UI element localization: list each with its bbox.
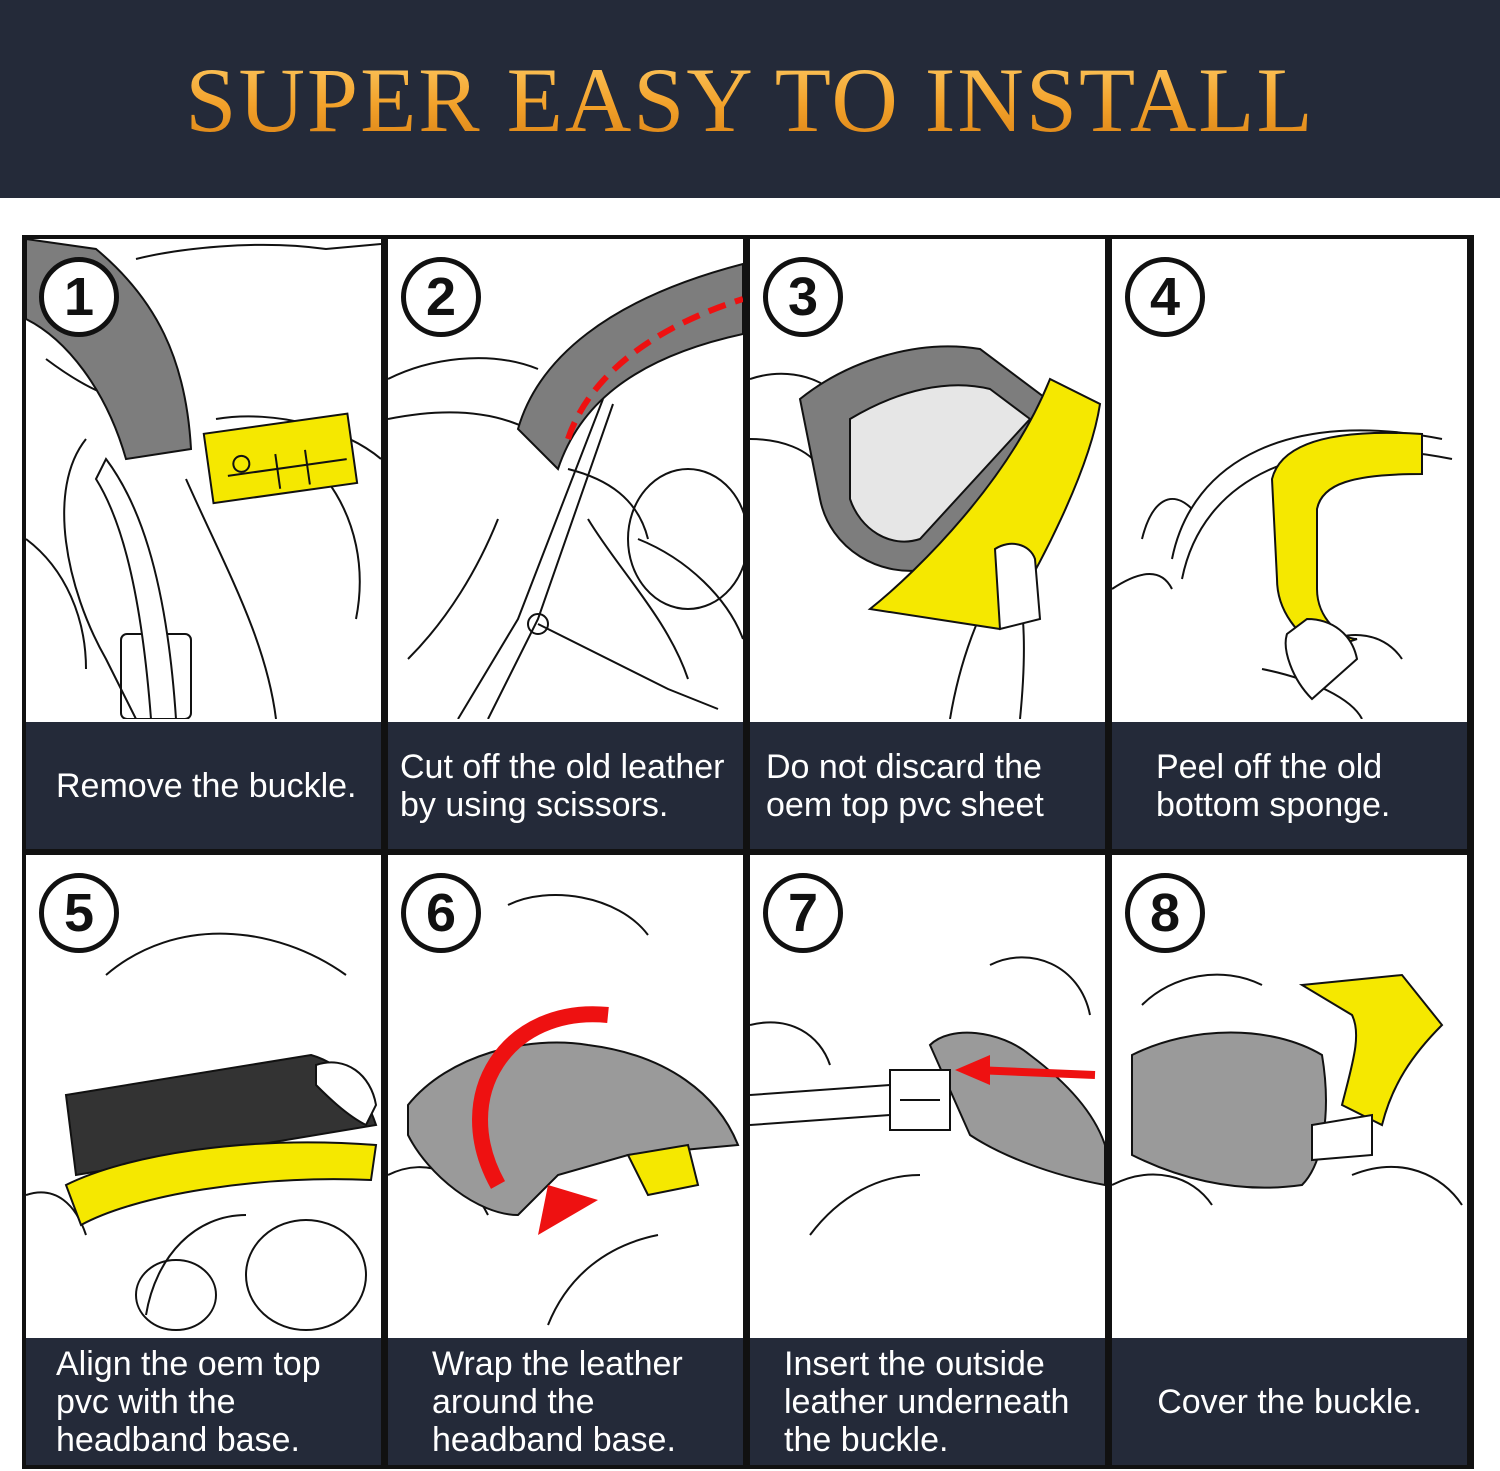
- step-8-caption: Cover the buckle.: [1112, 1338, 1467, 1465]
- step-4-caption: Peel off the old bottom sponge.: [1112, 722, 1467, 849]
- step-1-panel: 1 Remove the buckle.: [26, 239, 381, 849]
- step-2-number-badge: 2: [401, 257, 481, 337]
- step-8-illustration: [1112, 973, 1463, 1206]
- step-4-number-badge: 4: [1125, 257, 1205, 337]
- step-3-illustration: [750, 345, 1102, 719]
- step-7-illustration: [750, 956, 1105, 1236]
- step-3-panel: 3 Do not discard the oem top pvc sheet: [750, 239, 1105, 849]
- step-5-caption: Align the oem top pvc with the headband …: [26, 1338, 381, 1465]
- page-title: SUPER EASY TO INSTALL: [185, 49, 1315, 151]
- step-6-number-badge: 6: [401, 873, 481, 953]
- step-4-panel: 4 Peel off the old bottom sponge.: [1112, 239, 1467, 849]
- step-6-caption: Wrap the leather around the headband bas…: [388, 1338, 743, 1465]
- step-7-panel: 7 Insert the outside leather underneath …: [750, 855, 1105, 1465]
- step-5-illustration: [26, 932, 378, 1331]
- step-6-panel: 6 Wrap the leather around the headband b…: [388, 855, 743, 1465]
- step-1-caption: Remove the buckle.: [26, 722, 381, 849]
- step-5-panel: 5 Align the oem top pvc with the headban…: [26, 855, 381, 1465]
- step-4-illustration: [1112, 429, 1453, 719]
- step-8-number-badge: 8: [1125, 873, 1205, 953]
- step-8-panel: 8 Cover the buckle.: [1112, 855, 1467, 1465]
- header-banner: SUPER EASY TO INSTALL: [0, 0, 1500, 198]
- step-2-illustration: [388, 262, 743, 719]
- step-2-caption: Cut off the old leather by using scissor…: [388, 722, 743, 849]
- step-7-number-badge: 7: [763, 873, 843, 953]
- step-3-caption: Do not discard the oem top pvc sheet: [750, 722, 1105, 849]
- step-1-number-badge: 1: [39, 257, 119, 337]
- steps-grid: 1 Remove the buckle. 2 Cut: [22, 235, 1474, 1469]
- step-7-caption: Insert the outside leather underneath th…: [750, 1338, 1105, 1465]
- step-2-panel: 2 Cut off the old leather by using sciss…: [388, 239, 743, 849]
- step-6-illustration: [388, 894, 740, 1326]
- step-5-number-badge: 5: [39, 873, 119, 953]
- step-3-number-badge: 3: [763, 257, 843, 337]
